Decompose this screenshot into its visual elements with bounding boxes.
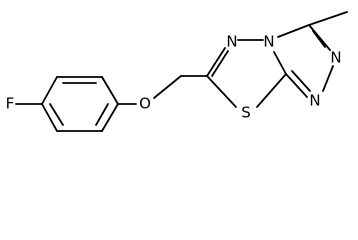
bond-c-methyl-n-double — [312, 30, 326, 48]
chemical-structure: F O N N N N S — [6, 11, 348, 132]
fluorine-label: F — [6, 95, 15, 113]
ring-nitrogen-top-label: N — [226, 33, 237, 51]
bond-c-methyl-n — [308, 24, 331, 51]
benzene-bond-1 — [41, 76, 58, 105]
bond-n-fused-carbon-right-double — [291, 70, 311, 92]
benzene-bond-6 — [41, 103, 58, 132]
benzene-double-2 — [95, 103, 109, 126]
bond-c-n-top-double — [211, 50, 229, 77]
bond-n-fused-c-methyl — [277, 24, 310, 38]
benzene-double-3 — [49, 103, 64, 126]
bond-fused-carbon-sulfur — [256, 73, 287, 108]
bond-n-n-right — [322, 65, 334, 92]
bond-n-fused-carbon-right — [285, 73, 308, 98]
ether-oxygen-label: O — [139, 95, 151, 113]
ring-nitrogen-right-2-label: N — [309, 92, 320, 110]
bond-c-n-top — [206, 47, 226, 77]
atom-labels: F O N N N N S — [6, 33, 342, 122]
bond-sulfur-carbon — [206, 75, 237, 108]
ring-nitrogen-right-1-label: N — [330, 49, 341, 67]
bond-lines — [15, 11, 348, 132]
benzene-bond-4 — [101, 103, 119, 132]
bond-n-fused-carbon — [273, 51, 287, 75]
bond-oxygen-methylene — [153, 75, 182, 99]
ring-nitrogen-fused-label: N — [263, 33, 274, 51]
bond-methyl — [308, 11, 348, 26]
benzene-bond-3 — [101, 76, 119, 105]
ring-sulfur-label: S — [241, 104, 251, 122]
